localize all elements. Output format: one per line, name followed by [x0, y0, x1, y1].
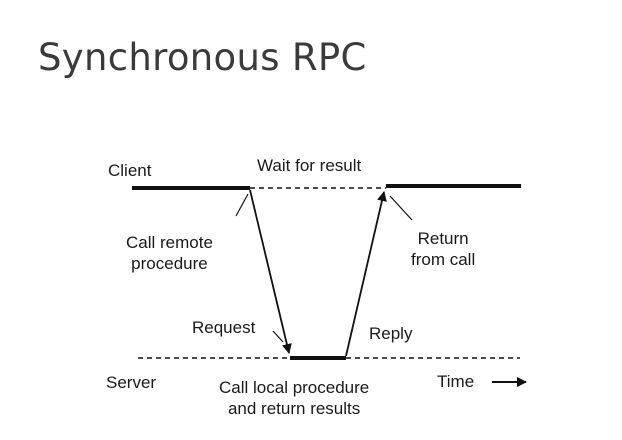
- client-label: Client: [108, 161, 152, 180]
- request-leader: [272, 330, 284, 343]
- request-arrow: [249, 189, 292, 354]
- slide-title: Synchronous RPC: [38, 36, 367, 79]
- time-label: Time: [437, 372, 475, 391]
- return-leader: [389, 195, 413, 221]
- request-label: Request: [192, 318, 256, 337]
- reply-label: Reply: [369, 324, 413, 343]
- return-from-call-label: Return from call: [411, 229, 476, 269]
- server-label: Server: [106, 373, 157, 392]
- reply-arrow: [345, 191, 387, 357]
- call-remote-procedure-label: Call remote procedure: [126, 233, 213, 273]
- call-local-procedure-label: Call local procedure and return results: [219, 378, 370, 418]
- wait-for-result-label: Wait for result: [257, 156, 362, 175]
- call-remote-leader: [235, 193, 249, 217]
